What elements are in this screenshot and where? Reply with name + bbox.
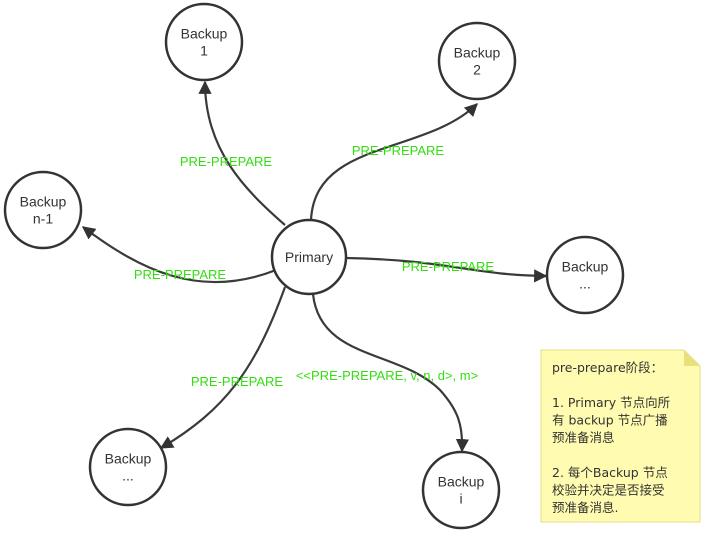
sticky-note-fold	[684, 350, 700, 366]
node-label-line: Backup	[105, 451, 152, 467]
node-circle	[3, 170, 83, 250]
sticky-note-line: 预准备消息.	[552, 500, 618, 515]
node-circle	[421, 450, 501, 530]
node-backup-dots-bottom: Backup...	[88, 427, 168, 507]
edge-to-backup-dots-right-arrow	[345, 256, 548, 283]
edge-label-to-backup-i: <<PRE-PREPARE, v, n, d>, m>	[296, 368, 478, 383]
edge-label-to-backup-dots-bottom: PRE-PREPARE	[191, 374, 284, 389]
sticky-note-line: 有 backup 节点广播	[552, 413, 668, 428]
node-label-line: Backup	[20, 194, 67, 210]
node-label-line: ...	[579, 276, 591, 292]
edge-label-to-backup-2: PRE-PREPARE	[352, 143, 445, 158]
node-label-line: 2	[473, 62, 481, 78]
node-circle	[545, 235, 625, 315]
node-primary: Primary	[270, 218, 348, 296]
sticky-note-line: 2. 每个Backup 节点	[552, 465, 668, 480]
node-label-line: 1	[200, 43, 208, 59]
sticky-note-body	[540, 349, 701, 523]
edge-label-to-backup-1: PRE-PREPARE	[180, 154, 273, 169]
edge-label-to-backup-n1: PRE-PREPARE	[134, 267, 227, 282]
node-label-line: n-1	[33, 211, 53, 227]
edge-to-backup-1-arrow	[198, 80, 286, 226]
edge-to-backup-i-arrow	[311, 293, 470, 453]
node-label-line: i	[459, 491, 462, 507]
node-circle	[437, 21, 517, 101]
edge-label-to-backup-dots-right: PRE-PREPARE	[402, 259, 495, 274]
edge-to-backup-dots-bottom-arrow	[159, 286, 287, 449]
sticky-note-line: 1. Primary 节点向所	[552, 395, 670, 410]
node-label-line: Backup	[181, 26, 228, 42]
node-label-line: Backup	[454, 45, 501, 61]
edge-to-backup-2-arrow	[309, 103, 478, 221]
sticky-note-line: pre-prepare阶段：	[552, 360, 663, 375]
node-label-line: Backup	[562, 259, 609, 275]
sticky-note-line: 校验并决定是否接受	[552, 483, 665, 498]
sticky-note-line: 预准备消息	[552, 430, 615, 445]
node-circle	[164, 2, 244, 82]
node-label-line: Backup	[438, 474, 485, 490]
node-circle	[270, 218, 348, 296]
node-label-line: Primary	[285, 249, 333, 265]
node-circle	[88, 427, 168, 507]
node-backup-dots-right: Backup...	[545, 235, 625, 315]
node-label-line: ...	[122, 468, 134, 484]
edge-to-backup-n1-arrow	[81, 226, 277, 284]
